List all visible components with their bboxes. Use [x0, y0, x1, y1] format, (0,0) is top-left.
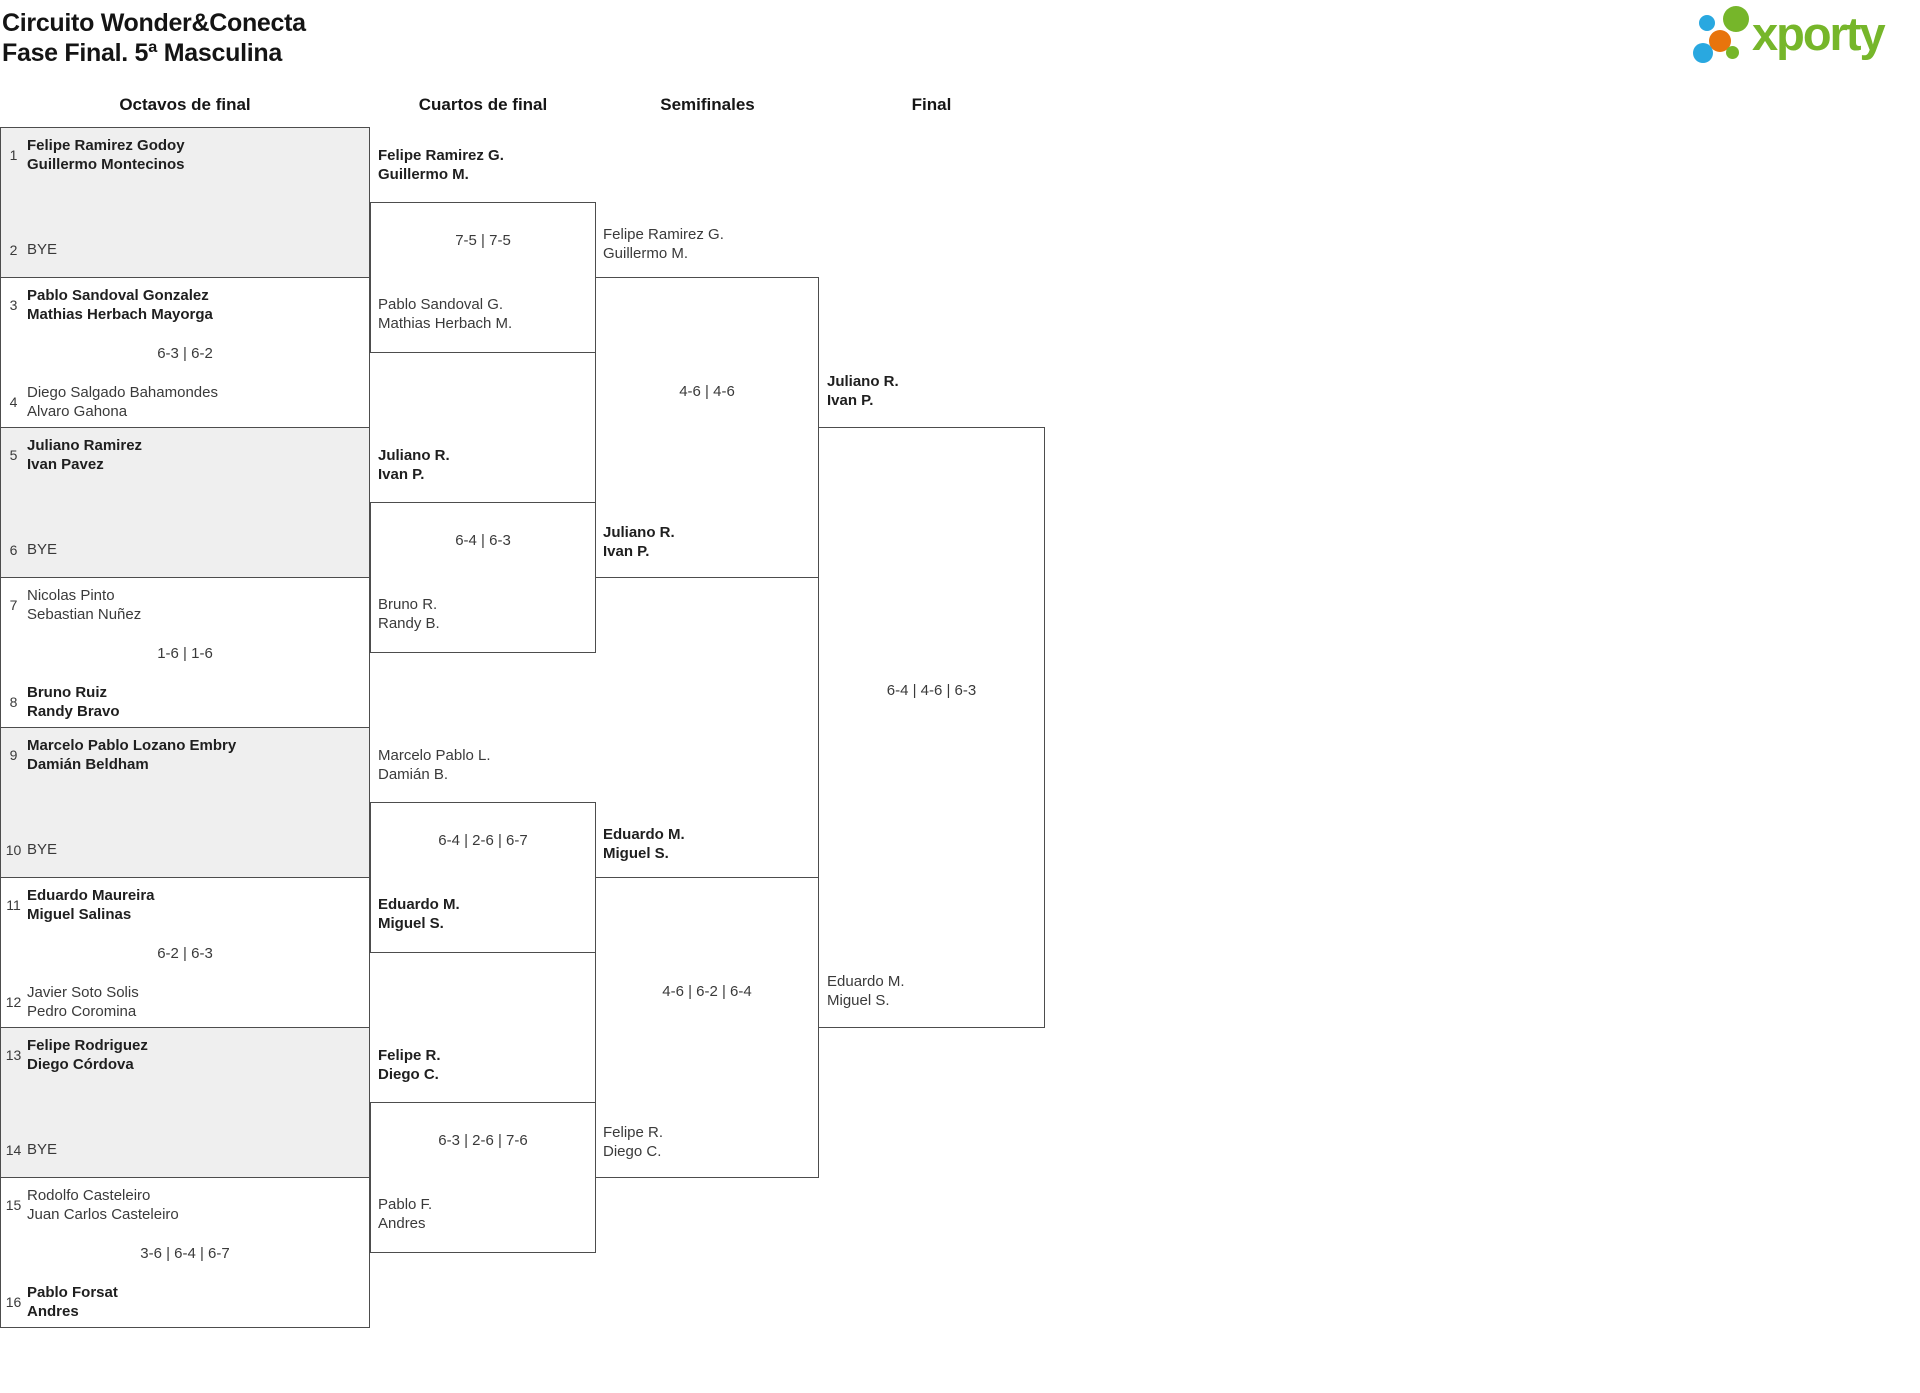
seed-number: 16: [5, 1294, 22, 1310]
team-name: Juliano Ramirez Ivan Pavez: [27, 437, 143, 473]
team-name: Nicolas Pinto Sebastian Nuñez: [27, 587, 142, 623]
team-name: Eduardo Maureira Miguel Salinas: [27, 887, 155, 923]
team-name: Diego Salgado Bahamondes Alvaro Gahona: [27, 384, 218, 420]
seed-number: 12: [5, 994, 22, 1010]
team-name: Eduardo M. Miguel S.: [378, 896, 460, 932]
seed-number: 8: [9, 694, 18, 710]
match-box-cuartos-1: Felipe Ramirez G. Guillermo M. 7-5 | 7-5…: [370, 147, 596, 353]
team-name: Pablo Sandoval G. Mathias Herbach M.: [378, 296, 513, 332]
match-box-cuartos-3: Marcelo Pablo L. Damián B. 6-4 | 2-6 | 6…: [370, 747, 596, 953]
match-box-cuartos-2: Juliano R. Ivan P. 6-4 | 6-3 Bruno R. Ra…: [370, 447, 596, 653]
seed-number: 3: [9, 297, 18, 313]
match-score: 4-6 | 4-6: [679, 383, 735, 400]
seed-number: 1: [9, 147, 18, 163]
tournament-title: Circuito Wonder&Conecta: [2, 9, 306, 37]
seed-number: 14: [5, 1141, 22, 1158]
logo-wordmark: xporty: [1752, 7, 1886, 60]
team-name: Marcelo Pablo L. Damián B.: [378, 747, 491, 783]
team-name: Felipe R. Diego C.: [603, 1124, 664, 1160]
match-box-semifinal-2: Eduardo M. Miguel S. 4-6 | 6-2 | 6-4 Fel…: [595, 826, 819, 1178]
seed-number: 2: [9, 241, 18, 258]
team-name: BYE: [27, 241, 58, 258]
round-header-semifinales: Semifinales: [660, 95, 755, 114]
round-header-cuartos: Cuartos de final: [418, 95, 548, 114]
match-score: 3-6 | 6-4 | 6-7: [140, 1245, 230, 1262]
team-name: Juliano R. Ivan P.: [378, 447, 450, 483]
seed-number: 5: [9, 447, 18, 463]
team-name: Eduardo M. Miguel S.: [827, 973, 905, 1009]
logo-dot-icon: [1709, 30, 1731, 52]
team-name: Rodolfo Casteleiro Juan Carlos Casteleir…: [27, 1187, 179, 1223]
match-box-octavos-4: 7 Nicolas Pinto Sebastian Nuñez 1-6 | 1-…: [0, 577, 370, 728]
match-box-octavos-6: 11 Eduardo Maureira Miguel Salinas 6-2 |…: [0, 877, 370, 1028]
team-name: Felipe Rodriguez Diego Córdova: [27, 1037, 148, 1073]
team-name: Juliano R. Ivan P.: [827, 373, 899, 409]
seed-number: 11: [6, 897, 21, 913]
team-name: Felipe Ramirez G. Guillermo M.: [378, 147, 504, 183]
team-name: Pablo Forsat Andres: [27, 1284, 118, 1320]
team-name: Javier Soto Solis Pedro Coromina: [27, 984, 139, 1020]
match-score: 6-3 | 2-6 | 7-6: [438, 1132, 528, 1149]
xporty-logo: xporty: [1688, 2, 1918, 72]
seed-number: 7: [9, 597, 18, 613]
page-title: Circuito Wonder&Conecta Fase Final. 5ª M…: [2, 8, 306, 68]
seed-number: 13: [5, 1047, 22, 1063]
match-box-octavos-8: 15 Rodolfo Casteleiro Juan Carlos Castel…: [0, 1177, 370, 1328]
match-box-semifinal-1: Felipe Ramirez G. Guillermo M. 4-6 | 4-6…: [595, 226, 819, 578]
match-box-octavos-5: 9 Marcelo Pablo Lozano Embry Damián Beld…: [0, 727, 370, 878]
logo-dot-icon: [1693, 43, 1713, 63]
match-score: 6-3 | 6-2: [157, 345, 213, 362]
team-name: Felipe Ramirez Godoy Guillermo Montecino…: [27, 137, 185, 173]
match-box-cuartos-4: Felipe R. Diego C. 6-3 | 2-6 | 7-6 Pablo…: [370, 1047, 596, 1253]
round-header-octavos: Octavos de final: [119, 95, 251, 114]
match-box-octavos-1: 1 Felipe Ramirez Godoy Guillermo Monteci…: [0, 127, 370, 278]
team-name: Bruno R. Randy B.: [378, 596, 440, 632]
team-name: Eduardo M. Miguel S.: [603, 826, 685, 862]
team-name: Bruno Ruiz Randy Bravo: [27, 684, 120, 720]
team-name: BYE: [27, 541, 58, 558]
match-box-final: Juliano R. Ivan P. 6-4 | 4-6 | 6-3 Eduar…: [818, 373, 1045, 1028]
team-name: Felipe Ramirez G. Guillermo M.: [603, 226, 724, 262]
match-score: 1-6 | 1-6: [157, 645, 213, 662]
match-box-octavos-2: 3 Pablo Sandoval Gonzalez Mathias Herbac…: [0, 277, 370, 428]
seed-number: 4: [9, 394, 18, 410]
seed-number: 15: [5, 1197, 22, 1213]
match-score: 6-4 | 4-6 | 6-3: [886, 682, 977, 699]
logo-dot-icon: [1726, 46, 1739, 59]
match-score: 7-5 | 7-5: [455, 232, 511, 249]
match-box-octavos-3: 5 Juliano Ramirez Ivan Pavez 6 BYE: [0, 427, 370, 578]
team-name: BYE: [27, 841, 58, 858]
team-name: Pablo Sandoval Gonzalez Mathias Herbach …: [27, 287, 213, 323]
team-name: Pablo F. Andres: [378, 1196, 433, 1232]
match-box-octavos-7: 13 Felipe Rodriguez Diego Córdova 14 BYE: [0, 1027, 370, 1178]
logo-dot-icon: [1699, 15, 1715, 31]
tournament-subtitle: Fase Final. 5ª Masculina: [2, 39, 282, 67]
match-score: 4-6 | 6-2 | 6-4: [662, 983, 752, 1000]
team-name: Marcelo Pablo Lozano Embry Damián Beldha…: [27, 737, 237, 773]
logo-dot-icon: [1723, 6, 1749, 32]
round-header-final: Final: [911, 95, 952, 114]
match-score: 6-2 | 6-3: [157, 945, 213, 962]
seed-number: 9: [9, 747, 18, 763]
seed-number: 10: [5, 841, 22, 858]
team-name: BYE: [27, 1141, 58, 1158]
match-score: 6-4 | 6-3: [455, 532, 511, 549]
team-name: Felipe R. Diego C.: [378, 1047, 441, 1083]
team-name: Juliano R. Ivan P.: [603, 524, 675, 560]
match-score: 6-4 | 2-6 | 6-7: [438, 832, 528, 849]
seed-number: 6: [9, 541, 18, 558]
